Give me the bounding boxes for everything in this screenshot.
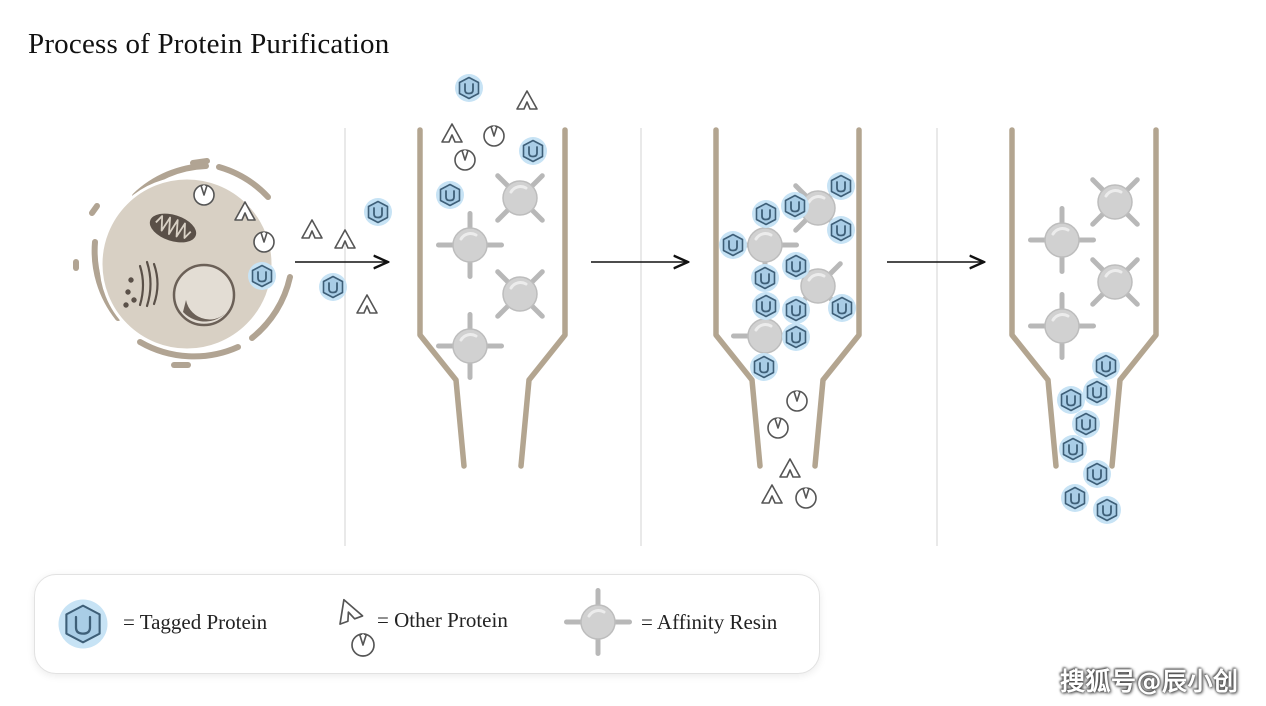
tagged-protein-icon [751,291,781,321]
watermark: 搜狐号@辰小创 [1060,667,1239,696]
legend-resin-label: = Affinity Resin [641,610,778,634]
other-protein-icon [767,417,789,439]
tagged-protein-icon [826,215,856,245]
tagged-protein-icon [518,136,548,166]
affinity-resin-icon [470,148,570,248]
affinity-resin-icon [1026,290,1098,362]
affinity-resin-icon [434,209,506,281]
affinity-resin-icon [768,236,868,336]
legend-tagged-label: = Tagged Protein [123,610,268,634]
column-elution [1009,127,1159,469]
diagram-title: Process of Protein Purification [28,28,390,60]
tagged-protein-icon [1058,434,1088,464]
nucleus [172,263,236,327]
tagged-protein-icon [1071,409,1101,439]
tagged-protein-icon [1091,351,1121,381]
other-protein-icon [795,487,817,509]
other-protein-icon [253,231,275,253]
other-protein-icon [779,458,801,478]
column-loading [417,127,568,469]
other-protein-icon [516,90,538,110]
tagged-protein-icon [58,599,108,649]
other-protein-icon [786,390,808,412]
affinity-resin-icon [564,588,632,656]
affinity-resin-icon [1065,152,1165,252]
tagged-protein-icon [435,180,465,210]
tagged-protein-icon [749,352,779,382]
legend: = Tagged Protein = Other Protein = Affin… [34,574,820,674]
mitochondrion [149,213,197,243]
tagged-protein-icon [781,295,811,325]
affinity-resin-icon [470,244,570,344]
lysed-cell [73,158,293,368]
tagged-protein-icon [1082,459,1112,489]
tagged-protein-icon [363,197,393,227]
other-protein-icon [483,125,505,147]
other-protein-icon [301,219,323,239]
tagged-protein-icon [1082,377,1112,407]
other-protein-circle-icon [351,633,375,657]
other-protein-icon [193,184,215,206]
tagged-protein-icon [247,261,277,291]
column-binding [713,127,862,469]
tagged-protein-icon [1060,483,1090,513]
tagged-protein-icon [718,230,748,260]
legend-other-label: = Other Protein [377,608,508,632]
tagged-protein-icon [1056,385,1086,415]
other-protein-triangle-icon [339,598,364,625]
other-protein-icon [454,149,476,171]
tagged-protein-icon [781,251,811,281]
legend-icons [58,588,632,657]
tagged-protein-icon [780,191,810,221]
affinity-resin-icon [1026,204,1098,276]
tagged-protein-icon [454,73,484,103]
affinity-resin-icon [1065,232,1165,332]
tagged-protein-icon [750,263,780,293]
tagged-protein-icon [827,293,857,323]
tagged-protein-icon [1092,495,1122,525]
endoplasmic-reticulum [123,260,159,308]
other-protein-icon [356,294,378,314]
tagged-protein-icon [751,199,781,229]
tagged-protein-icon [781,322,811,352]
tagged-protein-icon [318,272,348,302]
other-protein-icon [441,123,463,143]
other-protein-icon [761,484,783,504]
tagged-protein-icon [826,171,856,201]
